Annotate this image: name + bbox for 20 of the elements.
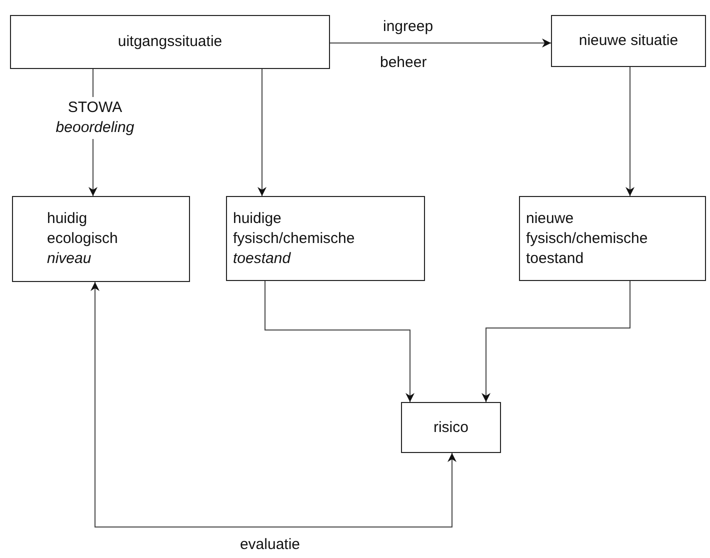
arrow — [90, 282, 456, 528]
arrow — [626, 66, 634, 196]
process-box — [551, 15, 706, 67]
process-box — [10, 15, 330, 69]
arrow — [330, 38, 552, 48]
note-text: ingreep — [383, 18, 434, 35]
node-text: huidig ecologisch niveau — [47, 209, 119, 269]
process-box — [226, 196, 425, 281]
node-text: uitgangssituatie — [118, 32, 222, 52]
arrow — [258, 68, 266, 196]
node-text: huidige fysisch/chemische toestand — [233, 208, 356, 268]
node-text: nieuwe situatie — [578, 31, 678, 51]
node-text: risico — [433, 418, 468, 438]
process-box — [12, 196, 190, 282]
node-text: nieuwe fysisch/chemische toestand — [526, 208, 649, 268]
arrow — [264, 280, 414, 402]
arrow — [482, 280, 630, 402]
note-text: beheer — [380, 54, 427, 71]
process-box — [519, 196, 706, 281]
process-box — [401, 402, 501, 453]
